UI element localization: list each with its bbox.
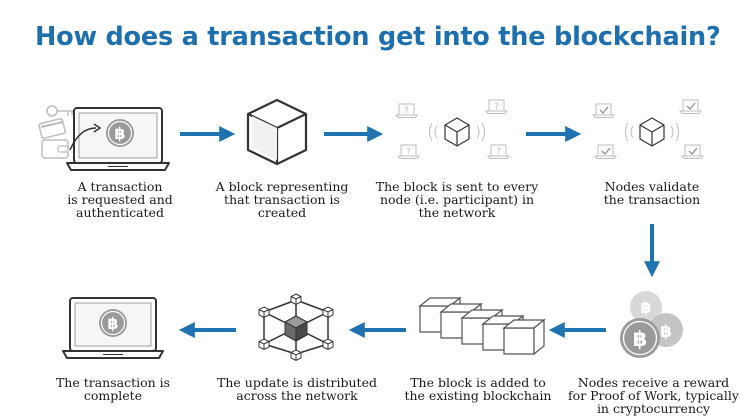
question-mark-icon: ? [406, 147, 411, 157]
step2-caption: A block representing that transaction is… [215, 179, 349, 220]
block-cube-icon [283, 315, 309, 342]
question-mark-icon: ? [404, 106, 409, 116]
step1-caption: A transaction is requested and authentic… [67, 179, 173, 220]
chain-block [503, 319, 545, 355]
key-icon [46, 105, 74, 117]
question-mark-icon: ? [496, 147, 501, 157]
checkmark-icon [686, 102, 696, 110]
coin-symbol: ฿ [633, 327, 648, 351]
checkmark-icon [688, 147, 698, 155]
step1-illustration: ฿ [38, 105, 170, 171]
question-mark-icon: ? [494, 102, 499, 112]
laptop-icon: ? [487, 144, 510, 159]
coin-symbol: ฿ [640, 298, 651, 317]
step8-caption: The transaction is complete [55, 375, 171, 403]
step8-illustration: ฿ [62, 297, 164, 359]
coin-symbol: ฿ [660, 322, 672, 342]
coin-symbol: ฿ [107, 314, 118, 333]
block-cube-icon [444, 117, 470, 147]
page-title: How does a transaction get into the bloc… [35, 22, 721, 52]
laptop-icon: ? [397, 144, 420, 159]
laptop-icon: ? [395, 103, 418, 118]
coins-stack-icon: ฿ ฿ ฿ [620, 291, 683, 358]
step5-caption: Nodes receive a reward for Proof of Work… [568, 375, 739, 416]
bitcoin-coin-icon: ฿ [106, 119, 134, 147]
laptop-icon [681, 144, 704, 159]
signal-waves-icon [625, 122, 679, 142]
signal-waves-icon [429, 122, 485, 142]
step3-caption: The block is sent to every node (i.e. pa… [375, 179, 539, 220]
step4-caption: Nodes validate the transaction [603, 179, 701, 207]
laptop-icon: ? [485, 99, 508, 114]
laptop-icon [592, 103, 615, 118]
bitcoin-coin-icon: ฿ [99, 309, 127, 337]
curved-arrow-icon [69, 127, 97, 151]
laptop-icon [594, 144, 617, 159]
wallet-icon [41, 139, 69, 159]
block-cube-icon [639, 117, 665, 147]
blockchain-icon [419, 297, 545, 355]
step6-caption: The block is added to the existing block… [404, 375, 552, 403]
bitcoin-coin-icon: ฿ [630, 291, 662, 323]
block-cube-icon [246, 98, 308, 166]
flow-arrows [178, 126, 660, 338]
bitcoin-coin-icon: ฿ [620, 318, 660, 358]
distributed-network-icon [258, 293, 334, 361]
checkmark-icon [601, 147, 611, 155]
checkmark-icon [599, 106, 609, 114]
credit-card-icon [38, 117, 66, 139]
laptop-icon [679, 99, 702, 114]
validation-illustration [592, 99, 704, 159]
step7-caption: The update is distributed across the net… [217, 375, 377, 403]
network-broadcast-illustration: ? ? ? ? [395, 99, 510, 159]
coin-symbol: ฿ [114, 124, 125, 143]
